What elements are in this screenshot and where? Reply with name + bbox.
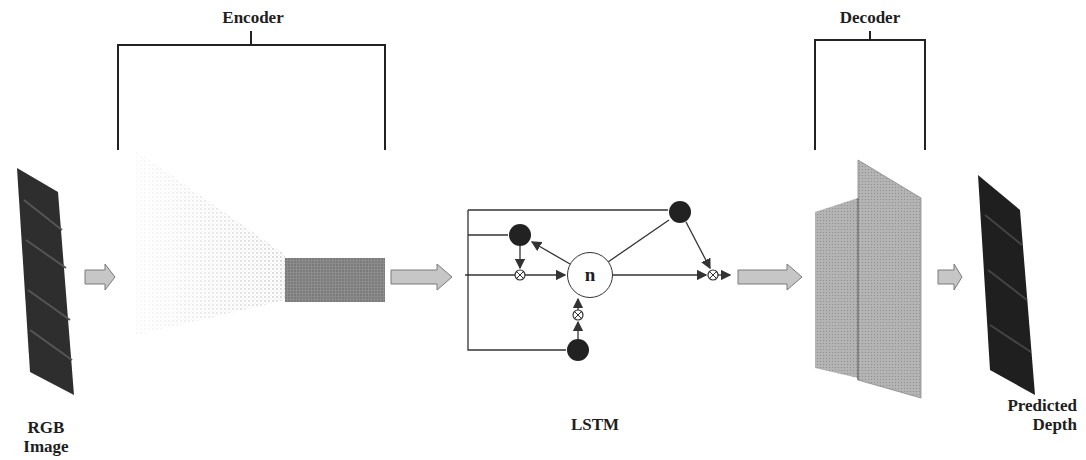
decoder-bracket: [815, 31, 925, 150]
node-label: RGB Image: [10, 418, 82, 457]
node-label: Predicted Depth: [981, 396, 1077, 435]
node-label: LSTM: [455, 415, 735, 435]
image-node: RGB Image: [10, 160, 82, 457]
lstm-node: LSTM n: [455, 115, 735, 435]
node-label: Decoder: [805, 8, 935, 28]
node-label: Encoder: [118, 8, 388, 28]
node-label: n: [585, 264, 596, 286]
lstm-gates: [509, 201, 718, 361]
encoder-node: Encoder: [118, 8, 388, 398]
block-arrow: [85, 264, 115, 290]
block-arrow: [938, 264, 962, 290]
depth-plane: [978, 175, 1035, 395]
encoder-bracket: [118, 31, 385, 150]
block-arrow: [738, 264, 802, 290]
encoder-pyramid: [135, 150, 385, 335]
rgb-image-plane: [17, 168, 74, 395]
depth-node: Predicted Depth: [965, 170, 1081, 435]
decoder-planes: [815, 160, 921, 398]
decoder-node: Decoder: [805, 8, 935, 400]
lstm-cell-circle: n: [567, 252, 613, 298]
lstm-wiring: [465, 210, 730, 350]
block-arrow: [391, 264, 452, 290]
